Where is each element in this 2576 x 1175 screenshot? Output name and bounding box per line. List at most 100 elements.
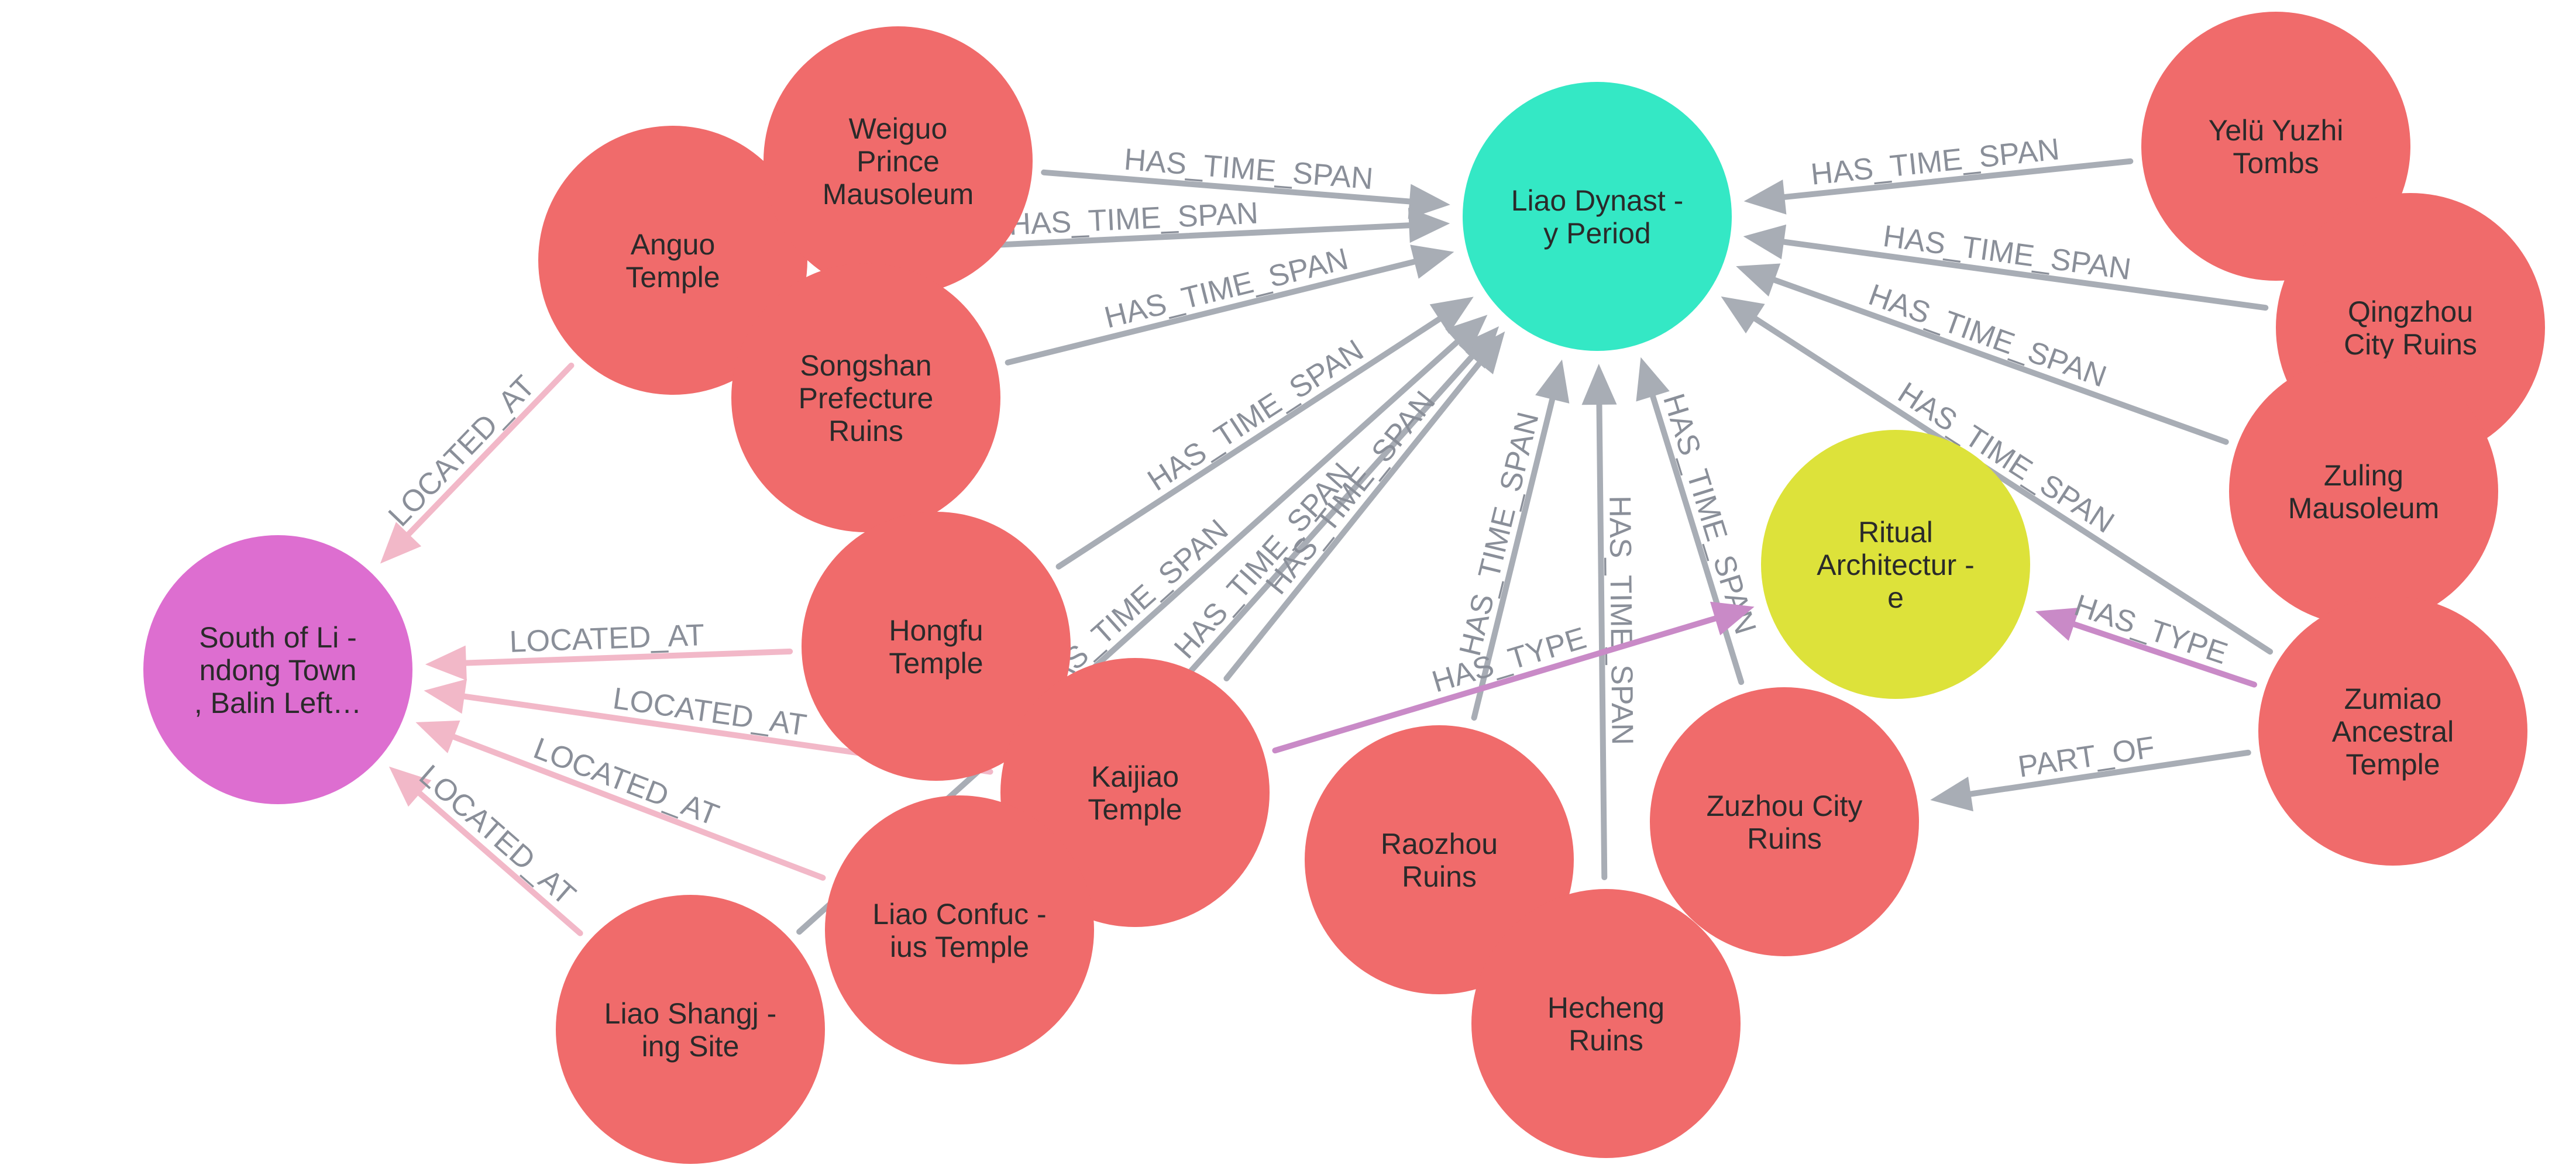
edge-arrowhead	[415, 720, 460, 753]
edge-line[interactable]	[445, 648, 793, 667]
edge-arrowhead	[1710, 601, 1755, 636]
edge-line[interactable]	[1005, 254, 1435, 366]
node-label: Temple	[889, 647, 983, 680]
node-circle[interactable]	[538, 126, 807, 395]
node-label: ndong Town	[200, 654, 357, 687]
edge-line[interactable]	[1755, 271, 2229, 445]
edge-line[interactable]	[393, 362, 575, 550]
edge-line[interactable]	[1055, 306, 1457, 570]
node-label: Weiguo	[849, 112, 948, 145]
edge-line[interactable]	[1041, 169, 1430, 206]
edge-arrowhead	[1743, 224, 1787, 260]
node-label: Hecheng	[1547, 991, 1664, 1024]
edge-arrowhead	[1408, 184, 1450, 219]
edge-line[interactable]	[1950, 749, 2251, 800]
node-label: Kaijiao	[1091, 760, 1179, 793]
node-label: Prefecture	[799, 382, 934, 415]
edge-line[interactable]	[1764, 158, 2134, 202]
node-label: Zuzhou City	[1707, 790, 1863, 822]
edge-arrowhead	[1736, 263, 1781, 297]
node-label: Zumiao	[2344, 683, 2442, 715]
edge-line[interactable]	[1223, 346, 1494, 681]
edge-label: LOCATED_AT	[509, 618, 705, 659]
node-circle[interactable]	[763, 26, 1033, 295]
node-label: Liao Dynast -	[1511, 184, 1684, 217]
node-south[interactable]: South of Li -ndong Town, Balin Left…	[143, 535, 412, 804]
node-label: City Ruins	[2344, 328, 2477, 361]
node-label: ius Temple	[890, 931, 1029, 963]
node-label: Ruins	[1569, 1024, 1643, 1057]
node-label: Architectur -	[1817, 549, 1975, 581]
edge-arrowhead	[424, 678, 467, 714]
node-circle[interactable]	[143, 535, 412, 804]
edge-line[interactable]	[1471, 379, 1560, 721]
node-label: Raozhou	[1381, 828, 1498, 860]
edge-arrowhead	[1721, 296, 1765, 334]
edge-line[interactable]	[1645, 376, 1745, 685]
edge-arrowhead	[380, 522, 422, 564]
node-label: e	[1887, 581, 1904, 614]
node-label: Liao Shangj -	[604, 997, 777, 1030]
edge-arrowhead	[1636, 357, 1670, 402]
node-circle[interactable]	[2229, 357, 2498, 626]
node-shangjing[interactable]: Liao Shangj -ing Site	[556, 895, 825, 1164]
node-label: Yelü Yuzhi	[2209, 114, 2344, 147]
node-circle[interactable]	[731, 263, 1000, 532]
node-label: Temple	[1088, 793, 1182, 826]
node-label: Mausoleum	[2288, 492, 2439, 525]
edge-arrowhead	[388, 766, 432, 807]
edge-arrowhead	[425, 645, 467, 681]
edge-hecheng-liao[interactable]: HAS_TIME_SPAN	[1581, 363, 1639, 881]
node-liao[interactable]: Liao Dynast -y Period	[1463, 82, 1732, 351]
node-label: South of Li -	[199, 621, 357, 654]
node-label: Ruins	[828, 415, 903, 447]
node-label: Ritual	[1858, 516, 1933, 549]
node-label: Songshan	[800, 349, 931, 382]
edge-line[interactable]	[404, 778, 583, 936]
edge-arrowhead	[1410, 244, 1454, 279]
edge-hongfu-south[interactable]: LOCATED_AT	[425, 618, 793, 681]
edge-line[interactable]	[434, 728, 826, 881]
edge-arrowhead	[1581, 363, 1617, 405]
node-label: Mausoleum	[823, 178, 974, 211]
node-circle[interactable]	[1761, 430, 2030, 699]
edge-line[interactable]	[1738, 306, 2274, 655]
node-circle[interactable]	[1463, 82, 1732, 351]
node-circle[interactable]	[556, 895, 825, 1164]
node-label: Zuling	[2324, 459, 2403, 492]
node-confucius[interactable]: Liao Confuc -ius Temple	[825, 795, 1094, 1064]
node-label: ing Site	[642, 1030, 740, 1063]
node-circle[interactable]	[825, 795, 1094, 1064]
node-label: Hongfu	[889, 614, 983, 647]
node-label: Tombs	[2233, 147, 2319, 180]
node-circle[interactable]	[1650, 687, 1919, 956]
edge-line[interactable]	[2054, 615, 2257, 688]
edge-arrowhead	[1743, 180, 1787, 215]
edge-line[interactable]	[1763, 236, 2269, 311]
edge-line[interactable]	[1596, 384, 1608, 881]
edge-line[interactable]	[1272, 610, 1735, 754]
edge-arrowhead	[1930, 776, 1973, 812]
node-circle[interactable]	[2258, 597, 2527, 866]
node-circle[interactable]	[1471, 889, 1741, 1158]
edge-label: HAS_TIME_SPAN	[1602, 495, 1639, 745]
edge-arrowhead	[1429, 297, 1474, 334]
node-circle[interactable]	[1305, 725, 1574, 994]
edge-arrowhead	[1535, 359, 1570, 404]
node-circle[interactable]	[802, 512, 1071, 781]
node-label: Temple	[625, 261, 720, 294]
node-label: Liao Confuc -	[872, 898, 1046, 931]
node-label: Ruins	[1402, 860, 1477, 893]
